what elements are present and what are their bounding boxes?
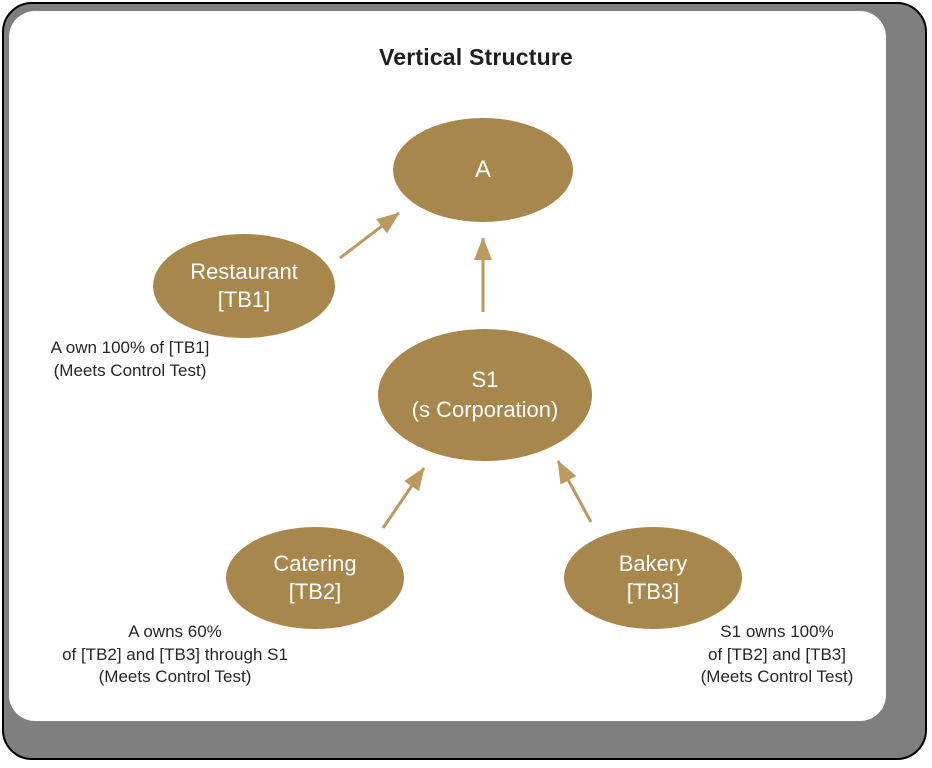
note-tb1-line1: A own 100% of [TB1]	[50, 338, 210, 357]
node-s1: S1 (s Corporation)	[378, 329, 592, 461]
node-restaurant-line1: Restaurant	[190, 259, 298, 284]
node-restaurant-line2: [TB1]	[217, 287, 271, 312]
node-catering-line1: Catering	[273, 551, 357, 576]
note-tb2-line2: of [TB2] and [TB3] through S1	[62, 644, 288, 664]
note-tb3: S1 owns 100% of [TB2] and [TB3] (Meets C…	[637, 621, 917, 689]
note-tb1-line2: (Meets Control Test)	[53, 360, 207, 380]
node-s1-line1: S1	[471, 367, 499, 392]
note-tb2-line3: (Meets Control Test)	[98, 667, 252, 686]
node-a-label: A	[474, 156, 491, 183]
note-tb3-line2: of [TB2] and [TB3]	[708, 644, 846, 664]
node-bakery-line2: [TB3]	[626, 579, 680, 604]
note-tb1: A own 100% of [TB1] (Meets Control Test)	[20, 337, 240, 382]
node-catering: Catering [TB2]	[226, 527, 404, 629]
note-tb2-line1: A owns 60%	[128, 622, 222, 641]
node-bakery-line1: Bakery	[618, 551, 688, 576]
node-s1-line2: (s Corporation)	[411, 397, 559, 422]
node-a: A	[393, 118, 573, 222]
diagram-title: Vertical Structure	[378, 44, 574, 70]
note-tb2: A owns 60% of [TB2] and [TB3] through S1…	[35, 621, 315, 689]
note-tb3-line1: S1 owns 100%	[720, 622, 834, 641]
note-tb3-line3: (Meets Control Test)	[700, 667, 854, 686]
node-catering-line2: [TB2]	[288, 579, 342, 604]
node-restaurant: Restaurant [TB1]	[153, 234, 335, 338]
node-bakery: Bakery [TB3]	[564, 527, 742, 629]
